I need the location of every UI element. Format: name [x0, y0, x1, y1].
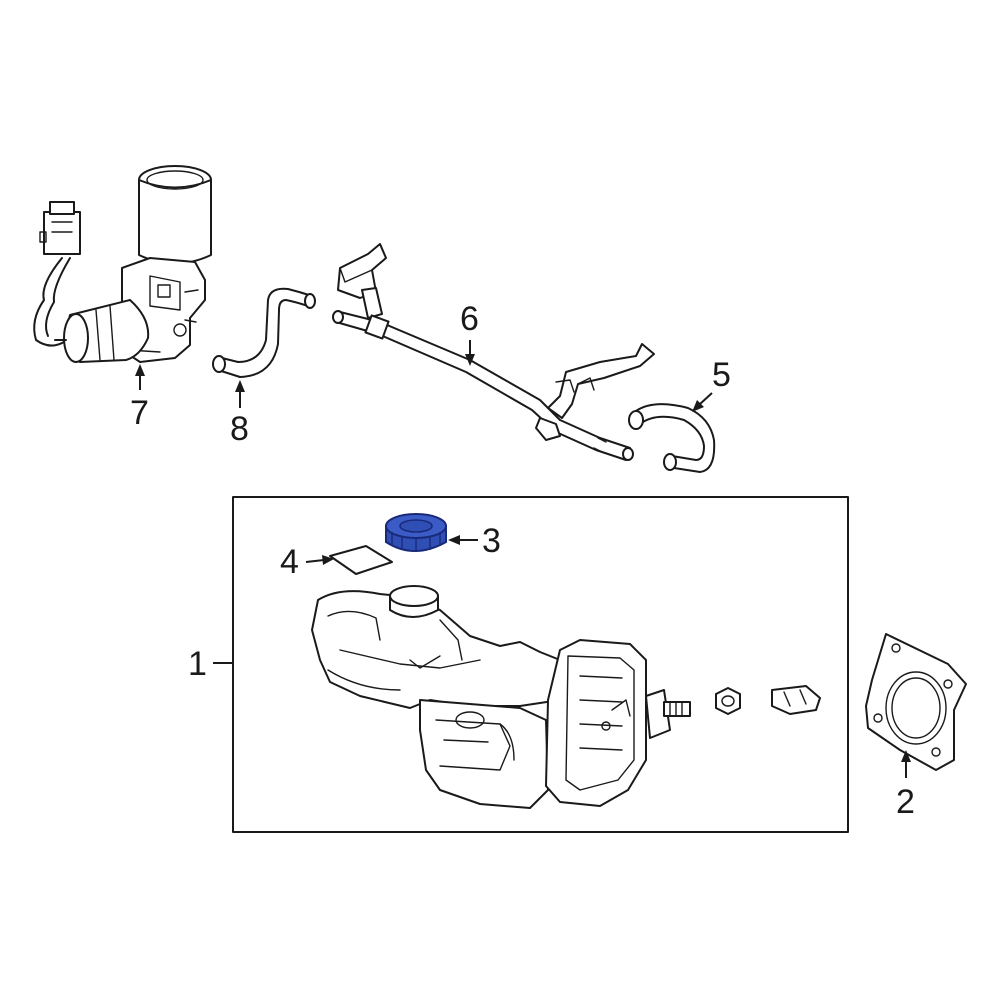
- callout-1: 1: [188, 645, 207, 683]
- callout-8: 8: [230, 410, 249, 448]
- part-1-booster-assembly[interactable]: [311, 585, 691, 809]
- arrowhead-6: [465, 354, 475, 366]
- part-8-hose[interactable]: [212, 287, 316, 378]
- arrowhead-5: [692, 400, 704, 412]
- arrowhead-2: [901, 750, 911, 762]
- part-4-label[interactable]: [329, 545, 393, 575]
- assembly-frame: [232, 496, 849, 833]
- part-3-reservoir-cap[interactable]: [385, 513, 447, 552]
- part-7-pump-motor[interactable]: [33, 165, 212, 363]
- part-5-hose[interactable]: [628, 403, 716, 473]
- callout-4: 4: [280, 543, 299, 581]
- arrowhead-8: [235, 380, 245, 392]
- arrowhead-3: [448, 535, 460, 545]
- callout-7: 7: [130, 394, 149, 432]
- callout-5: 5: [712, 356, 731, 394]
- callout-3: 3: [482, 522, 501, 560]
- arrowhead-7: [135, 364, 145, 376]
- callout-2: 2: [896, 783, 915, 821]
- part-2-gasket[interactable]: [865, 633, 967, 771]
- nut[interactable]: [715, 687, 741, 715]
- clip[interactable]: [771, 685, 821, 715]
- arrowhead-4: [322, 555, 334, 565]
- leader-4: [305, 559, 325, 563]
- part-6-pipe-assembly[interactable]: [332, 243, 655, 461]
- leader-5: [699, 392, 713, 405]
- callout-6: 6: [460, 300, 479, 338]
